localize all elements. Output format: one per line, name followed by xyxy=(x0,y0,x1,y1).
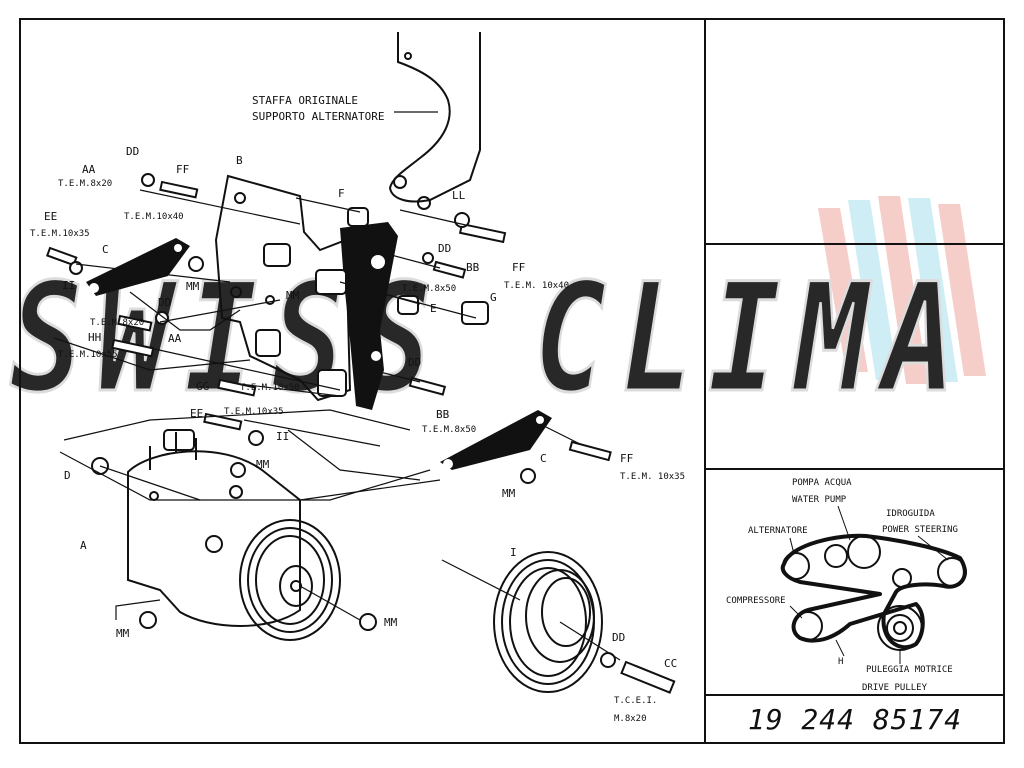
callout-ee-mid: EE xyxy=(190,407,203,420)
adjust-bracket-right xyxy=(440,410,552,470)
callout-bb-top: BB xyxy=(466,261,480,274)
callout-mm-right: MM xyxy=(502,487,516,500)
compressor-label: COMPRESSORE xyxy=(726,596,786,606)
callout-ff-bottom: FF xyxy=(620,452,633,465)
adjust-bracket-left xyxy=(86,238,190,296)
callout-e: E xyxy=(430,302,437,315)
callout-mm-left: MM xyxy=(186,280,200,293)
spec-tem-10x35-left: T.E.M.10x35 xyxy=(30,229,90,239)
callout-c-left: C xyxy=(102,243,109,256)
mounting-bracket-b xyxy=(214,174,352,402)
bracket-note: STAFFA ORIGINALE SUPPORTO ALTERNATORE xyxy=(252,94,384,123)
callout-f: F xyxy=(338,187,345,200)
callout-ff-top: FF xyxy=(176,163,189,176)
spec-tem-10x55: T.E.M.10x55 xyxy=(58,350,118,360)
callout-mm-center: MM xyxy=(286,289,300,302)
spec-tem-8x50-mid: T.E.M.8x50 xyxy=(422,425,476,435)
callout-i: I xyxy=(510,546,517,559)
spec-tem-10x50: T.E.M.10x50 xyxy=(240,383,300,393)
spec-tem-8x20-top: T.E.M.8x20 xyxy=(58,179,112,189)
callout-dd-top: DD xyxy=(126,145,139,158)
callout-dd-right: DD xyxy=(408,356,421,369)
power-steering-label-it: IDROGUIDA xyxy=(886,509,935,519)
callout-a: A xyxy=(80,539,87,552)
callout-ll: LL xyxy=(452,189,466,202)
spec-tem-8x50-top: T.E.M.8x50 xyxy=(402,284,456,294)
note-line-1: STAFFA ORIGINALE xyxy=(252,94,358,107)
callout-dd-left: DD xyxy=(158,296,171,309)
belt-h-label: H xyxy=(838,657,843,667)
belt-routing-diagram: POMPA ACQUA WATER PUMP IDROGUIDA POWER S… xyxy=(726,478,967,693)
spec-tem-10x40-top: T.E.M.10x40 xyxy=(124,212,184,222)
callout-aa-mid: AA xyxy=(168,332,182,345)
callout-d: D xyxy=(64,469,71,482)
spec-tem-8x20-left: T.E.M.8x20 xyxy=(90,318,144,328)
fasteners xyxy=(45,173,676,694)
belt-labels: POMPA ACQUA WATER PUMP IDROGUIDA POWER S… xyxy=(726,478,958,693)
spacers xyxy=(255,207,489,397)
callout-dd-center: DD xyxy=(438,242,451,255)
callout-hh: HH xyxy=(88,331,101,344)
spec-tcei-2: M.8x20 xyxy=(614,714,647,724)
drive-pulley-label-it: PULEGGIA MOTRICE xyxy=(866,665,953,675)
spec-tem-10x35-mid: T.E.M.10x35 xyxy=(224,407,284,417)
center-bracket xyxy=(340,222,398,410)
callout-mm-bottom-left: MM xyxy=(116,627,130,640)
original-alternator-bracket xyxy=(388,32,481,210)
callout-ii-top: II xyxy=(62,279,75,292)
spec-tem-10x40-right: T.E.M. 10x40 xyxy=(504,281,569,291)
callout-ee-top: EE xyxy=(44,210,57,223)
frame xyxy=(19,18,1005,744)
watermark: SWISS CLIMA xyxy=(9,196,986,428)
callout-mm-compressor: MM xyxy=(256,458,270,471)
callout-g: G xyxy=(490,291,497,304)
ac-compressor xyxy=(127,429,341,641)
belt-path xyxy=(780,533,967,650)
drive-pulley-label-en: DRIVE PULLEY xyxy=(862,683,928,693)
note-line-2: SUPPORTO ALTERNATORE xyxy=(252,110,384,123)
callout-dd-pulley: DD xyxy=(612,631,625,644)
water-pump-label-en: WATER PUMP xyxy=(792,495,847,505)
callout-gg: GG xyxy=(196,380,209,393)
water-pump-label-it: POMPA ACQUA xyxy=(792,478,852,488)
callout-mm-bottom: MM xyxy=(384,616,398,629)
callout-c-right: C xyxy=(540,452,547,465)
power-steering-label-en: POWER STEERING xyxy=(882,525,958,535)
watermark-text: SWISS CLIMA xyxy=(10,252,970,426)
spec-tem-10x35-right: T.E.M. 10x35 xyxy=(620,472,685,482)
part-number: 19 244 85174 xyxy=(747,702,963,736)
spec-labels: T.E.M.8x20 T.E.M.10x40 T.E.M.10x35 T.E.M… xyxy=(30,179,685,724)
callout-cc: CC xyxy=(664,657,677,670)
callout-ii-mid: II xyxy=(276,430,289,443)
callout-labels: A B C C D E F G I AA AA BB BB CC DD DD D… xyxy=(44,145,677,670)
callout-ff-right: FF xyxy=(512,261,525,274)
spec-tcei-1: T.C.E.I. xyxy=(614,696,657,706)
leader-lines xyxy=(53,111,621,661)
callout-b: B xyxy=(236,154,243,167)
drive-pulley-i xyxy=(493,551,603,693)
belt-leaders xyxy=(789,505,949,664)
callout-aa-top: AA xyxy=(82,163,96,176)
alternator-label: ALTERNATORE xyxy=(748,526,808,536)
callout-bb-mid: BB xyxy=(436,408,450,421)
